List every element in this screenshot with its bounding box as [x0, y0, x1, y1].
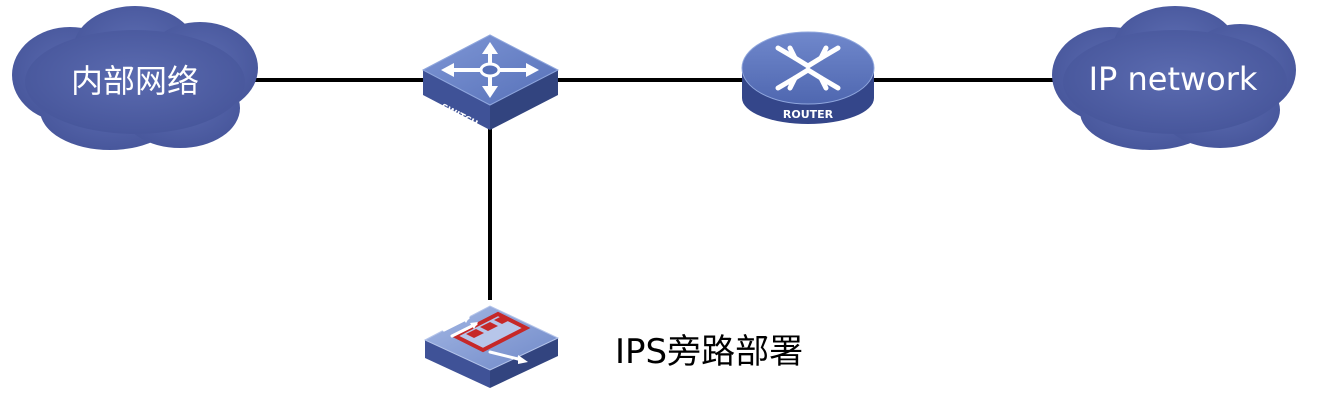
- router-device: ROUTER: [741, 31, 875, 124]
- switch-icon: [421, 34, 560, 130]
- switch-device: SWITCH: [421, 34, 560, 130]
- cloud-icon: [12, 6, 258, 150]
- internal-network-label: 内部网络: [71, 62, 199, 100]
- internal-network-cloud: 内部网络: [12, 6, 258, 150]
- cloud-icon: [1052, 6, 1296, 150]
- ips-icon: [423, 305, 560, 388]
- router-tag: ROUTER: [783, 108, 834, 121]
- ip-network-label: IP network: [1089, 60, 1258, 98]
- ips-caption: IPS旁路部署: [615, 332, 803, 372]
- links: [255, 78, 1055, 300]
- ip-network-cloud: IP network: [1052, 6, 1296, 150]
- router-icon: [741, 31, 875, 124]
- ips-device: IPS旁路部署: [423, 305, 803, 388]
